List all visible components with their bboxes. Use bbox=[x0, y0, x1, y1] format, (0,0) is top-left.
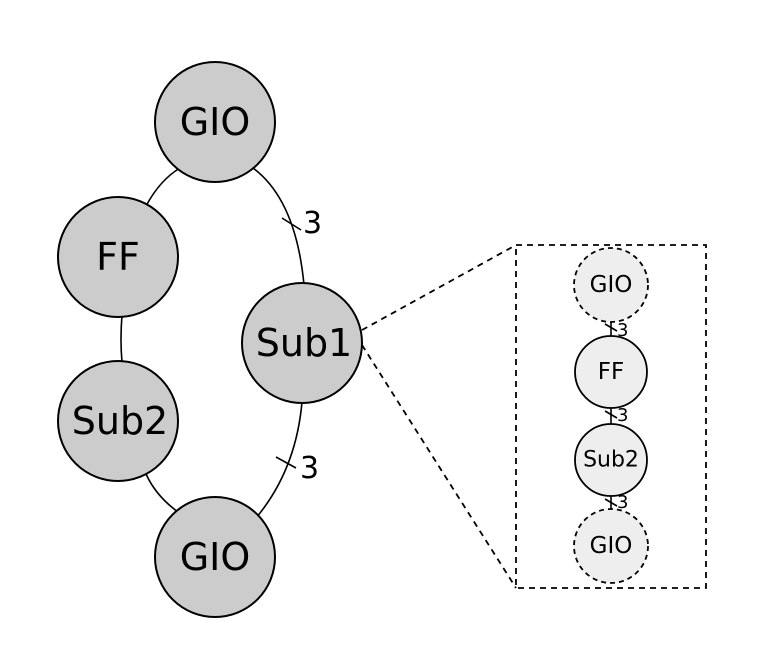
node-sub1-label: Sub1 bbox=[256, 321, 353, 365]
edge-label-gio-sub1: 3 bbox=[303, 206, 322, 241]
node-gio-top-label: GIO bbox=[180, 100, 251, 144]
edge-gio-top-sub1 bbox=[252, 167, 305, 286]
detail-node-gio-top[interactable]: GIO bbox=[573, 247, 649, 323]
node-gio-bottom-label: GIO bbox=[180, 535, 251, 579]
node-ff-label: FF bbox=[96, 235, 140, 279]
node-sub2[interactable]: Sub2 bbox=[57, 360, 179, 482]
detail-node-sub2-label: Sub2 bbox=[583, 448, 639, 473]
node-sub1[interactable]: Sub1 bbox=[241, 282, 363, 404]
detail-edge-label-gio-ff: 3 bbox=[617, 320, 628, 341]
detail-tick-1 bbox=[604, 323, 618, 332]
detail-edge-label-ff-sub2: 3 bbox=[617, 405, 628, 426]
edge-tick-top bbox=[281, 217, 302, 231]
edge-sub1-gio-bottom bbox=[255, 401, 303, 519]
edge-ff-sub2 bbox=[120, 314, 123, 363]
detail-node-gio-bottom-label: GIO bbox=[590, 533, 633, 559]
detail-tick-3 bbox=[604, 498, 618, 507]
detail-tick-2 bbox=[604, 410, 618, 419]
node-gio-bottom[interactable]: GIO bbox=[154, 496, 276, 618]
detail-node-gio-top-label: GIO bbox=[590, 272, 633, 298]
node-sub2-label: Sub2 bbox=[72, 399, 169, 443]
detail-node-sub2[interactable]: Sub2 bbox=[574, 423, 648, 497]
edge-sub2-gio-bottom bbox=[145, 473, 179, 513]
detail-node-ff-label: FF bbox=[598, 359, 624, 385]
detail-node-ff[interactable]: FF bbox=[574, 335, 648, 409]
detail-node-gio-bottom[interactable]: GIO bbox=[573, 508, 649, 584]
node-gio-top[interactable]: GIO bbox=[154, 61, 276, 183]
edge-gio-top-ff bbox=[145, 167, 181, 207]
zoom-line-bottom bbox=[361, 344, 517, 589]
zoom-line-top bbox=[361, 244, 517, 331]
edge-label-sub1-gio: 3 bbox=[300, 451, 319, 486]
detail-panel-frame bbox=[515, 244, 707, 589]
node-ff[interactable]: FF bbox=[57, 196, 179, 318]
detail-edge-label-sub2-gio: 3 bbox=[617, 492, 628, 513]
edge-tick-bottom bbox=[275, 456, 297, 469]
